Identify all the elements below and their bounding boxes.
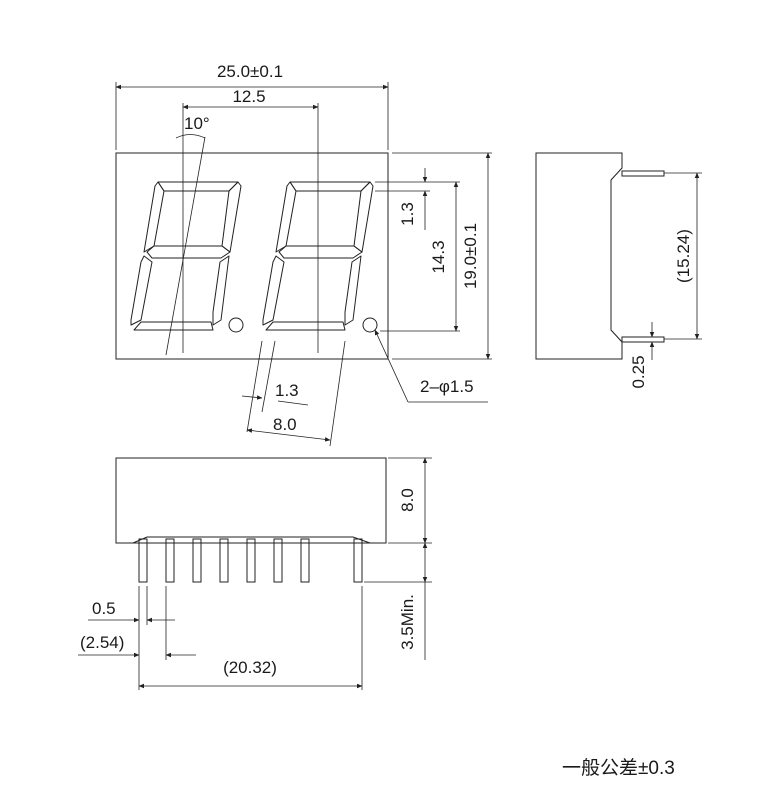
dim-pin-width: 0.5 xyxy=(92,599,116,618)
pin-1 xyxy=(138,538,148,583)
dim-slant-angle: 10° xyxy=(184,114,210,133)
pin-6 xyxy=(273,538,283,583)
bottom-view: 8.0 3.5Min. 0.5 (2.54) (20.32) xyxy=(78,457,432,690)
dim-depth: 8.0 xyxy=(398,488,417,512)
dim-pin-thickness: 0.25 xyxy=(629,355,648,388)
front-body-outline xyxy=(115,152,389,360)
dim-digit-width: 8.0 xyxy=(273,415,297,434)
side-pin-top xyxy=(621,170,665,177)
tolerance-note: 一般公差±0.3 xyxy=(562,757,675,779)
decimal-point-2 xyxy=(362,317,378,333)
dim-pin-length: 3.5Min. xyxy=(398,594,417,650)
bottom-body-outline xyxy=(115,457,387,544)
dim-body-height: 19.0±0.1 xyxy=(461,223,480,289)
dim-segment-width: 1.3 xyxy=(398,202,417,226)
side-body-outline xyxy=(535,152,623,360)
dim-segment-gap: 1.3 xyxy=(275,381,299,400)
dim-pin-pitch: (2.54) xyxy=(80,633,124,652)
pin-4 xyxy=(219,538,229,583)
pin-3 xyxy=(192,538,202,583)
side-view: (15.24) 0.25 xyxy=(535,152,702,389)
pin-row xyxy=(138,538,363,583)
dim-digit-pitch: 12.5 xyxy=(232,87,265,106)
side-pin-bottom xyxy=(621,336,665,343)
dim-pin-span: (20.32) xyxy=(223,658,277,677)
dim-digit-height: 14.3 xyxy=(429,240,448,273)
dim-pin-row-span: (15.24) xyxy=(674,229,693,283)
digit-2-segments xyxy=(262,181,378,333)
pin-2 xyxy=(165,538,175,583)
dim-dp-dots: 2–φ1.5 xyxy=(420,377,474,396)
dim-width: 25.0±0.1 xyxy=(217,62,283,81)
pin-5 xyxy=(246,538,256,583)
pin-7 xyxy=(300,538,310,583)
pin-8 xyxy=(353,538,363,583)
decimal-point-1 xyxy=(228,317,244,333)
front-view: 25.0±0.1 12.5 10° 1.3 14.3 19.0±0.1 2–φ1… xyxy=(115,62,492,447)
digit-1-segments xyxy=(130,181,244,333)
